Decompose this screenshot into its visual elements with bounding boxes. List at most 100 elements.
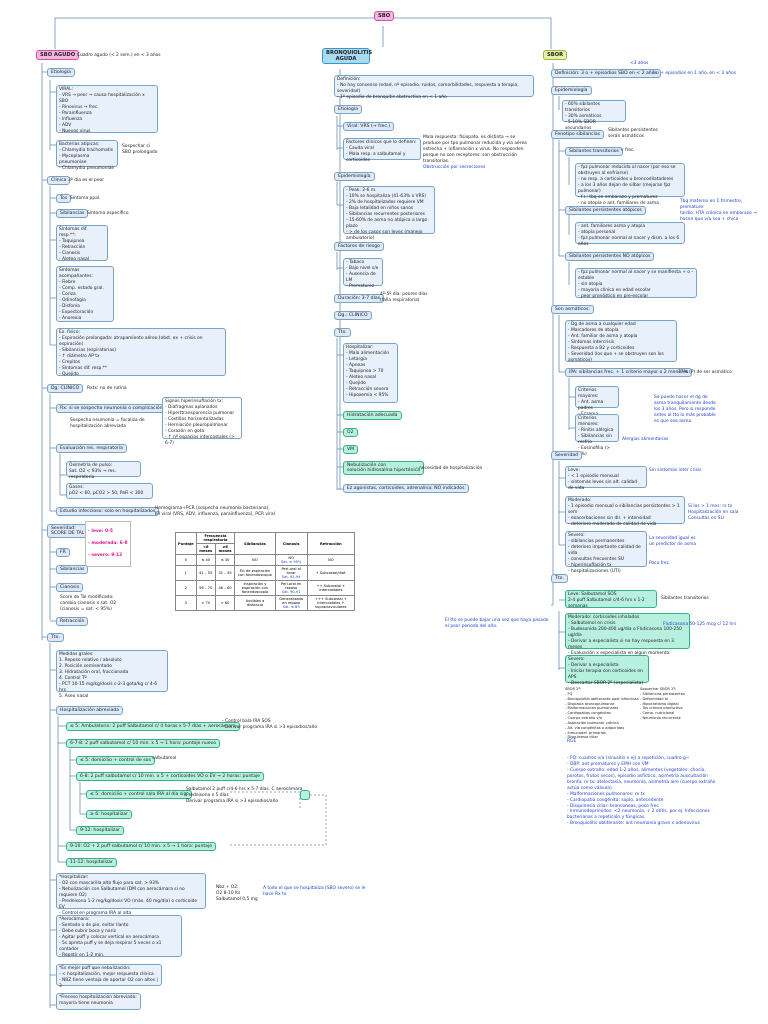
dg-value: CLÍNICO xyxy=(60,386,80,391)
o2-node[interactable]: O2 xyxy=(343,428,358,437)
step-6-8-cort-node[interactable]: 6-8: 2 puff salbutamol c/ 10 min. x 5 + … xyxy=(76,772,264,781)
rx-label: Rx xyxy=(60,406,66,411)
severidad-node[interactable]: Severidad: SCORE DE TAL xyxy=(47,524,89,538)
ipa-node[interactable]: IPA: sibilancias frec. + 1 criterio mayo… xyxy=(565,368,693,377)
sospecha-neumonia-note: Sospecha neumonía = focaliza de hospital… xyxy=(70,418,145,429)
sbor-tto-node[interactable]: Tto. xyxy=(551,574,568,583)
step-ge6-node[interactable]: ≥ 6: hospitalizar xyxy=(86,810,132,819)
tto-moderado-note: Fluticasona 50-125 mcg c/ 12 hrs xyxy=(663,622,737,627)
sev-leve-box: Leve: - < 1 episodio mensual - síntomas … xyxy=(565,466,647,491)
viral-node[interactable]: Viral: VRS (→ frec.) xyxy=(343,122,395,131)
bronq-epidemiologia-node[interactable]: Epidemiología xyxy=(334,172,375,181)
step-le5-node[interactable]: ≤ 5: Ambulatorio: 2 puff Salbutamol c/ 4… xyxy=(66,722,240,731)
sosp-sbor2-list: Sospechar SBOR 2º: - Sibilancias persist… xyxy=(640,687,685,721)
sbo-agudo-node[interactable]: SBO AGUDO xyxy=(36,50,80,60)
collapse-toggle[interactable] xyxy=(300,790,310,800)
bronq-etiologia-node[interactable]: Etiología xyxy=(334,105,362,114)
rx-rutina-note: Rxtx: no de rutina xyxy=(87,386,127,391)
sev-moderado-box: Moderado: - 1 episodio mensual o sibilan… xyxy=(565,496,685,527)
ez-node[interactable]: Ez agonistas, corticoides, adrenalina: N… xyxy=(343,484,469,493)
duracion-node[interactable]: Duración: 3-7 días xyxy=(334,294,385,303)
dg-label: Dg xyxy=(51,386,58,391)
sbor-node[interactable]: SBOR xyxy=(543,50,568,60)
estudio-node[interactable]: Estudio infeccioso: solo en hospitalizad… xyxy=(56,507,160,516)
clinica-node[interactable]: Clínica xyxy=(47,176,71,185)
bajar-edad-note: El tto se puede bajar una vez que haya p… xyxy=(445,618,549,629)
step-domicilio-node[interactable]: ≤ 5: domicilio + control de sos xyxy=(76,756,155,765)
sbor-definicion-node[interactable]: Definición: 3 o + episodios SBO en < 2 a… xyxy=(551,69,661,78)
atopicos-node[interactable]: Sibilantes persistentes atópicos xyxy=(565,206,646,215)
ipa-blue-note: Se puede hacer el dg de asma tranquilame… xyxy=(654,395,716,424)
rx-sospecha: si se sospecha neumonía o complicación xyxy=(68,406,163,411)
fr-node[interactable]: FR xyxy=(56,548,70,557)
transitorios-node[interactable]: Sibilantes transitorios xyxy=(565,147,623,156)
tos-node[interactable]: Tos xyxy=(56,194,72,203)
step-6-8-node[interactable]: 6-7-8: 2 puff salbutamol c/ 10 min. x 5 … xyxy=(66,739,221,748)
step-9-12-node[interactable]: 9-12: hospitalizar xyxy=(76,826,125,835)
hospitalizar-bronq-list: Hospitalizar: - Mala alimentación - Leta… xyxy=(343,343,398,403)
table-cell: 1 xyxy=(175,565,197,581)
table-cell: Fin de espiración con fonendoscopio xyxy=(234,565,276,581)
nebulizacion-node[interactable]: Nebulización con solución hidrosalina hi… xyxy=(343,461,424,475)
signos-hiper-list: Signos hiperinsuflación tx: - Diafragmas… xyxy=(162,397,242,446)
sbor-severidad-node[interactable]: Severidad xyxy=(551,451,583,460)
alergias-note: Alergias alimentarias xyxy=(622,437,669,442)
table-cell: 31 – 45 xyxy=(214,565,236,581)
step-9-10-node[interactable]: 9-10: O2 + 2 puff salbutamol c/ 10 min. … xyxy=(66,842,217,851)
tto-severo-box: Severo: - Derivar a especialista - Inici… xyxy=(565,655,649,686)
tbq-note: Tbq materno en 1 trimestre, premature: t… xyxy=(680,199,757,222)
score-box: - leve: 0-5 - moderada: 6-8 - severo: 9-… xyxy=(85,521,131,567)
sibilancias-node[interactable]: Sibilancias xyxy=(56,209,89,218)
table-cell: ≤ 30 xyxy=(214,554,236,566)
sibilancias2-node[interactable]: Sibilancias xyxy=(56,565,89,574)
aerocamara-list: *Aerocámara: - Sentado o de pie, evitar … xyxy=(56,915,182,958)
sev-severo-box: Severo: - sibilancias permanentes - dete… xyxy=(565,531,647,574)
vm-node[interactable]: VM xyxy=(343,445,359,454)
virales-list: VIRAL: - VRS → peor → causa hospitalizac… xyxy=(56,85,158,134)
poco-frec-note: Poco frec. xyxy=(649,561,671,566)
step-domicilio-ira-note: Salbutamol 2 puff c/4-6 hrs x 5-7 días. … xyxy=(186,787,303,804)
table-subheader: <6 meses xyxy=(195,543,216,555)
eval-resp-node[interactable]: Evaluación res. respiratoria xyxy=(56,444,127,453)
son-asmaticos-node[interactable]: Son asmáticos: xyxy=(551,305,594,314)
hosp-abreviada-node[interactable]: Hospitalización abreviada xyxy=(56,706,124,715)
hidratacion-node[interactable]: Hidratación adecuada xyxy=(343,411,402,420)
step-domicilio-ira-node[interactable]: ≤ 5: domicilio + control sala IRA al día… xyxy=(86,790,192,799)
table-cell: +++ Subcostal + intercostales + supracla… xyxy=(306,595,356,611)
tto-node[interactable]: Tto. xyxy=(47,633,64,642)
rx-node[interactable]: Rx: si se sospecha neumonía o complicaci… xyxy=(56,404,167,413)
table-header: Frecuencia respiratoria xyxy=(195,532,236,544)
retraccion-node[interactable]: Retracción xyxy=(56,617,89,626)
clinica-note: 3º día es el peor xyxy=(68,178,105,183)
sintomas-resp-list: Síntomas dif. resp.**: - Taquipnea - Ret… xyxy=(56,225,108,262)
bronq-dg-node[interactable]: Dg.: CLÍNICO xyxy=(334,311,372,320)
table-cell: > 60 xyxy=(214,595,236,611)
step-11-12-node[interactable]: 11-12: hospitalizar xyxy=(66,858,117,867)
mayores-list: Criterios mayores: - Ant. asma padres - … xyxy=(575,386,619,417)
sbor-epidemiologia-node[interactable]: Epidemiología xyxy=(551,86,592,95)
table-cell: NO xyxy=(306,554,356,566)
fenotipos-node[interactable]: Fenotipo sibilancias xyxy=(551,130,605,139)
no-atopicos-node[interactable]: Sibilantes persistentes NO atópicos xyxy=(565,252,655,261)
root-node[interactable]: SBO xyxy=(374,11,395,21)
rge-note: RGE xyxy=(567,739,577,744)
tto-leve-box: Leve: Salbutamol SOS 2-4 puff Salbutamol… xyxy=(565,590,657,609)
gases-box: Gases: pO2 < 60, pCO2 > 50, PaFi < 300 xyxy=(66,483,153,499)
bronq-tto-node[interactable]: Tto. xyxy=(334,328,351,337)
bronquiolitis-node[interactable]: BRONQUIOLITIS AGUDA xyxy=(322,48,372,64)
definicion-box: Definición: - No hay consenso (edad, nº … xyxy=(334,75,534,100)
cianosis-node[interactable]: Cianosis xyxy=(56,583,84,592)
bacterias-list: Bacterias atípicas: - Chlamydia trachoma… xyxy=(56,140,118,171)
obstruccion-note: Obstrucción por secreciones xyxy=(423,165,486,170)
etiologia-node[interactable]: Etiología xyxy=(47,68,75,77)
sev-moderado-note: Si los > 1 mes: rs tx Hospitalización en… xyxy=(688,504,739,521)
factores-riesgo-node[interactable]: Factores de riesgo xyxy=(334,242,384,251)
estudio-value: solo en hospitalizados xyxy=(104,509,156,514)
table-cell: Audibles a distancia xyxy=(234,595,276,611)
dg-node[interactable]: Dg: CLÍNICO xyxy=(47,384,84,393)
